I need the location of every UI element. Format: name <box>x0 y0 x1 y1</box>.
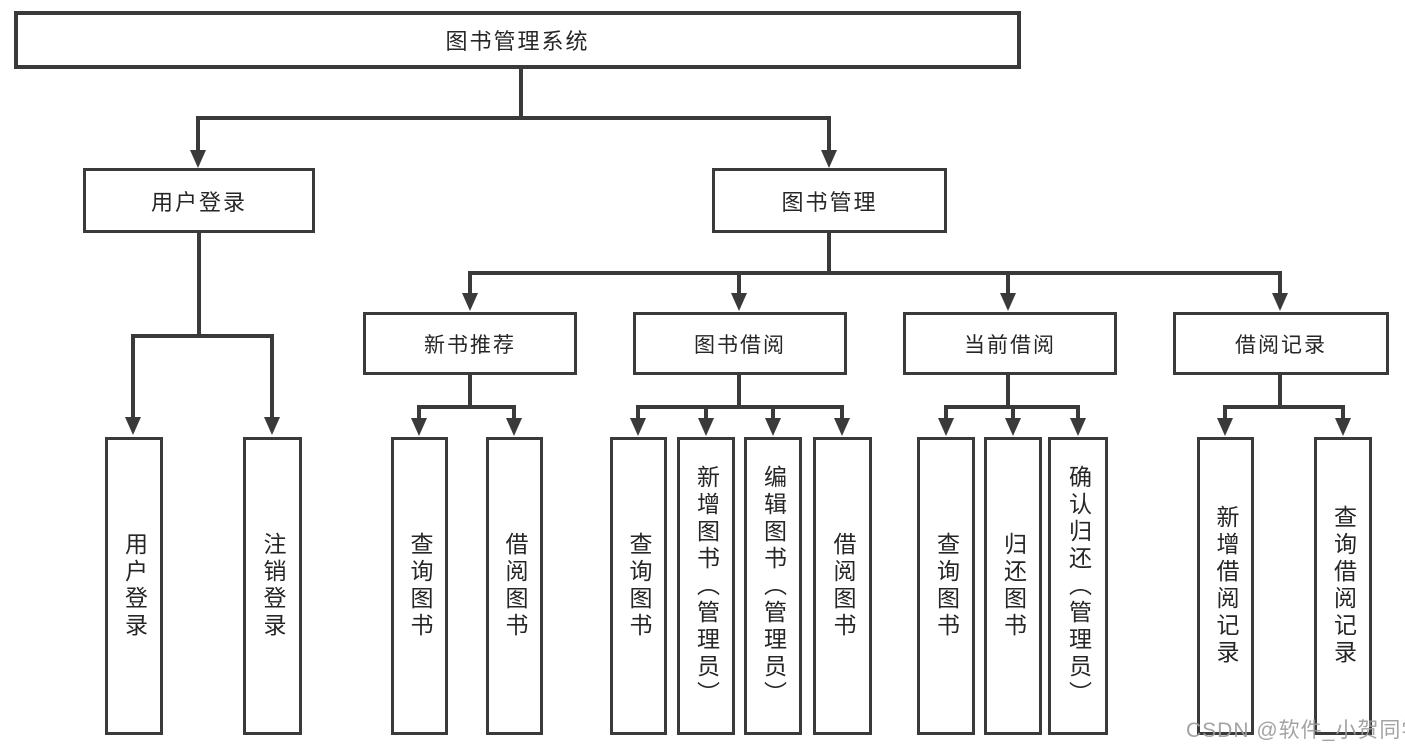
leaf-bb-query-books: 查询图书 <box>610 437 667 735</box>
leaf-nb-query-books: 查询图书 <box>391 437 448 735</box>
connector-new-books-vertical <box>468 373 472 409</box>
arrow-to-bb-query <box>630 405 646 436</box>
node-new-books-label: 新书推荐 <box>424 333 516 357</box>
leaf-rec-add-borrow-record-label: 新增借阅记录 <box>1213 505 1239 667</box>
node-borrow-records-label: 借阅记录 <box>1235 333 1327 357</box>
connector-book-borrowing-vertical <box>737 373 741 409</box>
arrow-to-leaf-logout <box>264 334 280 435</box>
node-book-borrowing-label: 图书借阅 <box>694 333 786 357</box>
node-current-borrowing: 当前借阅 <box>903 312 1117 375</box>
connector-user-login-horizontal <box>131 334 274 338</box>
arrow-to-nb-borrow <box>506 405 522 436</box>
arrow-to-rec-add <box>1217 405 1233 436</box>
arrow-to-current-borrowing <box>1000 271 1016 311</box>
leaf-cb-query-books-label: 查询图书 <box>933 532 960 640</box>
leaf-user-login: 用户登录 <box>105 437 163 735</box>
arrow-to-borrow-records <box>1272 271 1288 311</box>
connector-current-borrowing-vertical <box>1006 373 1010 409</box>
arrow-to-leaf-user-login <box>125 334 141 435</box>
leaf-user-login-label: 用户登录 <box>121 532 148 640</box>
leaf-bb-query-books-label: 查询图书 <box>626 532 652 640</box>
arrow-to-book-borrowing <box>731 271 747 311</box>
arrow-to-book-management <box>821 116 837 168</box>
leaf-bb-add-books-admin-label: 新增图书（管理员） <box>693 464 720 708</box>
leaf-bb-add-books-admin: 新增图书（管理员） <box>677 437 735 735</box>
arrow-to-cb-query <box>938 405 954 436</box>
leaf-bb-edit-books-admin-label: 编辑图书（管理员） <box>760 464 787 708</box>
leaf-rec-query-borrow-record: 查询借阅记录 <box>1314 437 1372 735</box>
connector-book-management-horizontal <box>468 271 1282 275</box>
leaf-cb-return-books-label: 归还图书 <box>1000 532 1027 640</box>
node-current-borrowing-label: 当前借阅 <box>964 333 1056 357</box>
connector-borrow-records-horizontal <box>1223 405 1345 409</box>
csdn-watermark: CSDN @软件_小贺同学 <box>1186 719 1405 742</box>
connector-book-management-vertical <box>827 231 831 275</box>
leaf-nb-borrow-books-label: 借阅图书 <box>502 532 528 640</box>
connector-root-vertical <box>519 67 523 120</box>
leaf-cb-confirm-return-admin: 确认归还（管理员） <box>1048 437 1108 735</box>
leaf-bb-edit-books-admin: 编辑图书（管理员） <box>744 437 802 735</box>
arrow-to-rec-query <box>1335 405 1351 436</box>
arrow-to-user-login <box>190 116 206 168</box>
leaf-logout: 注销登录 <box>243 437 302 735</box>
node-root-label: 图书管理系统 <box>445 29 590 54</box>
node-book-management-label: 图书管理 <box>781 189 878 215</box>
arrow-to-cb-confirm <box>1070 405 1086 436</box>
node-user-login: 用户登录 <box>83 168 315 233</box>
leaf-logout-label: 注销登录 <box>260 532 286 640</box>
node-user-login-label: 用户登录 <box>150 189 247 215</box>
arrow-to-bb-add <box>698 405 714 436</box>
leaf-nb-borrow-books: 借阅图书 <box>486 437 543 735</box>
node-new-books: 新书推荐 <box>363 312 577 375</box>
leaf-rec-query-borrow-record-label: 查询借阅记录 <box>1330 505 1357 667</box>
connector-new-books-horizontal <box>417 405 516 409</box>
arrow-to-new-books <box>462 271 478 311</box>
leaf-cb-confirm-return-admin-label: 确认归还（管理员） <box>1065 464 1092 708</box>
arrow-to-bb-edit <box>765 405 781 436</box>
connector-book-borrowing-horizontal <box>636 405 844 409</box>
leaf-cb-query-books: 查询图书 <box>917 437 975 735</box>
leaf-bb-borrow-books: 借阅图书 <box>813 437 872 735</box>
leaf-nb-query-books-label: 查询图书 <box>407 532 433 640</box>
leaf-rec-add-borrow-record: 新增借阅记录 <box>1197 437 1254 735</box>
node-root: 图书管理系统 <box>14 11 1021 69</box>
connector-root-horizontal <box>196 116 831 120</box>
node-book-borrowing: 图书借阅 <box>633 312 847 375</box>
arrow-to-bb-borrow <box>834 405 850 436</box>
connector-user-login-vertical <box>197 231 201 338</box>
leaf-cb-return-books: 归还图书 <box>984 437 1042 735</box>
arrow-to-nb-query <box>411 405 427 436</box>
leaf-bb-borrow-books-label: 借阅图书 <box>830 532 856 640</box>
arrow-to-cb-return <box>1005 405 1021 436</box>
node-borrow-records: 借阅记录 <box>1173 312 1389 375</box>
connector-borrow-records-vertical <box>1278 373 1282 409</box>
node-book-management: 图书管理 <box>712 168 947 233</box>
